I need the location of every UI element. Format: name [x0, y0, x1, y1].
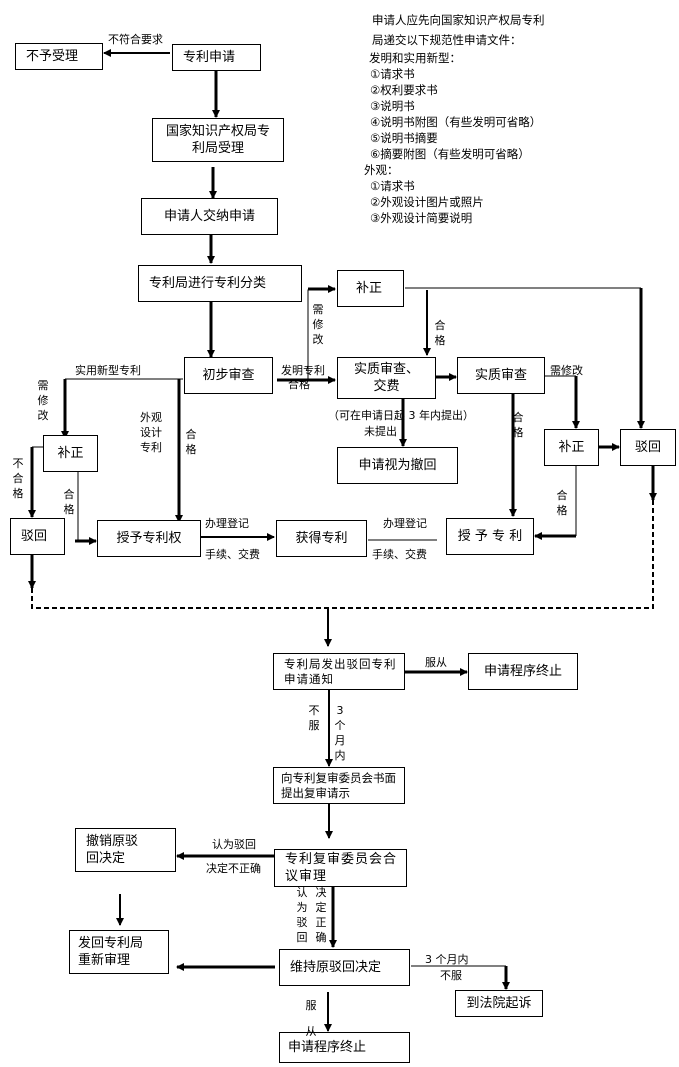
label-not-submitted: 未提出	[364, 425, 397, 438]
label-disagree-2: 不服	[440, 969, 462, 982]
node-substantive-request[interactable]: 实质审查、交费	[337, 357, 436, 399]
node-obtain-patent[interactable]: 获得专利	[276, 520, 367, 557]
label-utility-model: 实用新型专利	[75, 364, 141, 377]
label-fees-1: 手续、交费	[205, 548, 260, 561]
node-deemed-withdrawn[interactable]: 申请视为撤回	[337, 447, 458, 484]
label-incorrect-2: 决定不正确	[206, 862, 261, 875]
note-intro-2: 局递交以下规范性申请文件：	[372, 33, 522, 47]
note-invention-item: ①请求书	[370, 67, 415, 81]
node-correction-right[interactable]: 补正	[544, 429, 599, 466]
note-invention-item: ②权利要求书	[370, 83, 438, 97]
node-substantive-exam[interactable]: 实质审查	[457, 357, 545, 394]
label-needs-revision-right: 需修改	[550, 364, 583, 377]
note-invention-item: ⑥摘要附图（有些发明可省略）	[370, 147, 530, 161]
label-qualified-invention: 合格	[288, 378, 310, 391]
note-design-heading: 外观：	[364, 163, 399, 177]
node-procedure-end-2[interactable]: 申请程序终止	[279, 1032, 410, 1063]
note-invention-item: ③说明书	[370, 99, 415, 113]
note-invention-item: ④说明书附图（有些发明可省略）	[370, 115, 542, 129]
note-invention-item: ⑤说明书摘要	[370, 131, 438, 145]
label-fees-2: 手续、交费	[372, 548, 427, 561]
node-patent-application[interactable]: 专利申请	[172, 44, 261, 71]
node-rejection-notice[interactable]: 专利局发出驳回专利申请通知	[273, 653, 405, 690]
node-grant-patent-right[interactable]: 授予专利权	[97, 520, 201, 557]
note-design-item: ①请求书	[370, 179, 415, 193]
node-reexam-board[interactable]: 专利复审委员会合议审理	[274, 849, 407, 887]
dashed-reject-collector	[31, 500, 654, 609]
label-within-3-months-v: 3个月内	[334, 704, 346, 762]
node-preliminary-exam[interactable]: 初步审查	[184, 357, 273, 394]
label-not-qualified: 不合格	[12, 457, 24, 500]
node-grant-patent[interactable]: 授 予 专 利	[446, 518, 534, 555]
node-correction-top[interactable]: 补正	[337, 270, 404, 307]
label-qualified-left: 合格	[63, 488, 75, 516]
label-within-3-years: （可在申请日起 3 年内提出）	[328, 409, 474, 422]
label-register-2: 办理登记	[383, 517, 427, 530]
note-intro-1: 申请人应先向国家知识产权局专利	[372, 13, 545, 27]
note-invention-heading: 发明和实用新型：	[369, 51, 461, 65]
label-qualified-right: 合格	[556, 489, 568, 517]
node-classification[interactable]: 专利局进行专利分类	[138, 265, 302, 302]
label-qualified-design: 合格	[185, 428, 197, 456]
label-design-patent: 外观设计专利	[140, 411, 162, 454]
label-disagree: 不服	[308, 704, 320, 732]
label-qualified-substantive: 合格	[512, 411, 524, 439]
label-qualified-top: 合格	[434, 319, 446, 347]
node-court[interactable]: 到法院起诉	[455, 990, 543, 1017]
node-sipo-accept[interactable]: 国家知识产权局专利局受理	[152, 118, 284, 162]
node-maintain-rejection[interactable]: 维持原驳回决定	[279, 949, 410, 986]
label-needs-revision-top: 需修改	[312, 303, 324, 346]
node-rejected-left[interactable]: 驳回	[10, 518, 65, 555]
node-correction-left[interactable]: 补正	[43, 435, 98, 472]
label-register-1: 办理登记	[205, 517, 249, 530]
label-comply-2: 服从	[305, 999, 317, 1038]
label-correct-2: 决定正确	[315, 886, 327, 944]
label-needs-revision-left: 需修改	[37, 379, 49, 422]
label-incorrect-1: 认为驳回	[212, 838, 256, 851]
label-within-3-months: 3 个月内	[425, 953, 469, 966]
label-correct-1: 认为驳回	[296, 886, 308, 944]
node-reject-accept[interactable]: 不予受理	[15, 43, 103, 70]
label-not-compliant: 不符合要求	[108, 33, 163, 46]
node-procedure-end-1[interactable]: 申请程序终止	[468, 653, 578, 690]
node-rejected-right[interactable]: 驳回	[620, 429, 676, 466]
note-design-item: ②外观设计图片或照片	[370, 195, 484, 209]
required-documents-note: 申请人应先向国家知识产权局专利 局递交以下规范性申请文件： 发明和实用新型： ①…	[364, 12, 545, 226]
node-reexam-request[interactable]: 向专利复审委员会书面提出复审请示	[273, 767, 405, 804]
node-applicant-submit[interactable]: 申请人交纳申请	[141, 198, 278, 235]
node-return-reexam[interactable]: 发回专利局重新审理	[69, 930, 169, 974]
label-invention-patent: 发明专利	[281, 364, 325, 377]
label-comply-1: 服从	[425, 656, 447, 669]
node-revoke-rejection[interactable]: 撤销原驳回决定	[75, 828, 176, 872]
note-design-item: ③外观设计简要说明	[370, 211, 473, 225]
